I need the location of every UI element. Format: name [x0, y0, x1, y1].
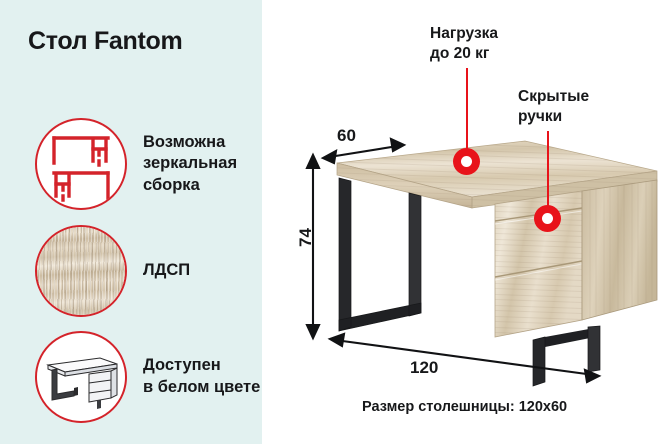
feature-icon-circle	[35, 225, 127, 317]
feature-label: Доступен в белом цвете	[143, 356, 261, 396]
wood-swatch-icon	[37, 227, 125, 315]
callout-leader-line-load	[466, 68, 468, 156]
dimension-height-label: 74	[296, 228, 315, 247]
callout-marker-load-capacity	[453, 148, 480, 175]
page-title: Стол Fantom	[28, 27, 183, 55]
dimension-depth-label: 60	[337, 126, 356, 145]
callout-label-hidden-handles: Скрытые ручки	[518, 88, 590, 125]
mirrored-desk-icon	[37, 120, 125, 208]
white-desk-icon	[37, 333, 125, 421]
tabletop-size-caption: Размер столешницы: 120x60	[362, 399, 568, 415]
callout-label-load-capacity: Нагрузка до 20 кг	[430, 25, 499, 62]
callout-marker-hidden-handles	[534, 205, 561, 232]
feature-item-white-color: Доступен в белом цвете	[35, 331, 260, 423]
dimension-width-label: 120	[410, 358, 439, 377]
callout-leader-line-handles	[547, 131, 549, 212]
feature-icon-circle	[35, 118, 127, 210]
feature-item-mirror-assembly: Возможна зеркальная сборка	[35, 118, 237, 210]
feature-icon-circle	[35, 331, 127, 423]
feature-label: ЛДСП	[143, 261, 191, 280]
feature-item-material: ЛДСП	[35, 225, 190, 317]
feature-label: Возможна зеркальная сборка	[143, 132, 238, 194]
